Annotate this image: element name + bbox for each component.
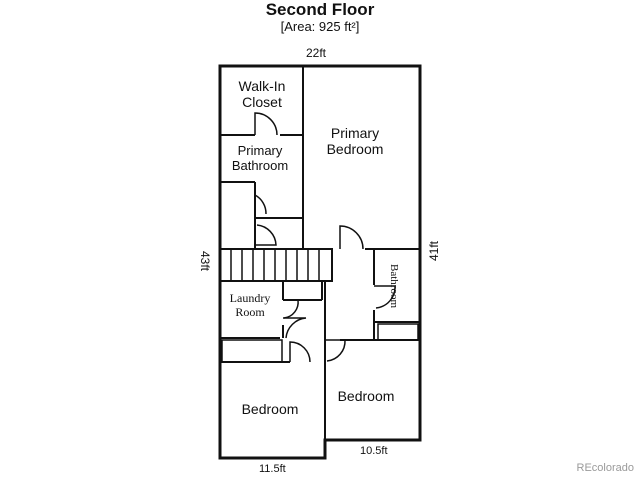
floor-area: [Area: 925 ft²] <box>280 19 360 34</box>
door-hall-left <box>289 341 311 363</box>
dim-bottom-right: 10.5ft <box>360 445 388 457</box>
room-label-line: Laundry <box>229 291 271 305</box>
door-laundry-2 <box>283 317 307 339</box>
room-walk-in-closet: Walk-In Closet <box>222 78 302 110</box>
dim-top: 22ft <box>306 46 327 60</box>
room-bedroom-right: Bedroom <box>337 388 395 404</box>
room-laundry: Laundry Room <box>222 291 278 320</box>
door-stair-bath <box>255 224 277 246</box>
room-label-line: Primary <box>330 125 380 141</box>
room-bathroom: Bathroom <box>388 264 400 308</box>
room-label-line: Closet <box>242 94 282 111</box>
floor-title: Second Floor <box>265 0 375 19</box>
closet-right <box>377 323 419 341</box>
room-label-line: Room <box>235 304 265 319</box>
room-primary-bathroom: Primary Bathroom <box>220 143 300 174</box>
room-label-line: Bathroom <box>231 157 289 173</box>
closet-left <box>221 339 283 363</box>
door-hall-right <box>325 339 346 362</box>
dim-right: 41ft <box>427 240 442 262</box>
door-primary-bedroom <box>339 225 364 250</box>
room-label-line: Walk-In <box>238 78 286 94</box>
dim-left: 43ft <box>198 250 213 272</box>
room-label-line: Primary <box>237 143 283 158</box>
room-label-line: Bedroom <box>326 141 384 158</box>
room-primary-bedroom: Primary Bedroom <box>308 125 402 157</box>
room-bedroom-left: Bedroom <box>241 401 299 417</box>
dim-bottom-left: 11.5ft <box>259 463 286 475</box>
door-primary-bath <box>254 193 267 216</box>
door-laundry <box>283 299 299 319</box>
credit-watermark: REcolorado <box>576 462 634 474</box>
door-bathroom <box>374 285 396 309</box>
stairs <box>219 248 333 282</box>
door-closet <box>254 112 278 136</box>
